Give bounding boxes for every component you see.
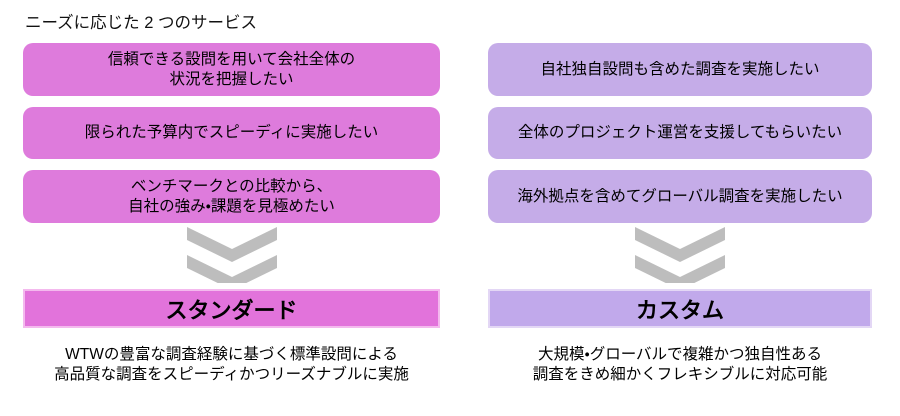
need-box-custom-1: 自社独自設問も含めた調査を実施したい <box>488 43 872 96</box>
service-description-standard: WTWの豊富な調査経験に基づく標準設問による 高品質な調査をスピーディかつリーズ… <box>54 346 409 384</box>
need-box-custom-3: 海外拠点を含めてグローバル調査を実施したい <box>488 170 872 223</box>
diagram-title: ニーズに応じた 2 つのサービス <box>25 14 258 32</box>
need-box-standard-1: 信頼できる設問を用いて会社全体の 状況を把握したい <box>23 43 440 96</box>
double-chevron-down-icon <box>635 227 725 283</box>
custom-column: 自社独自設問も含めた調査を実施したい 全体のプロジェクト運営を支援してもらいたい… <box>488 43 872 385</box>
double-chevron-down-icon <box>186 227 277 283</box>
service-description-custom: 大規模・グローバルで複雑かつ独自性ある 調査をきめ細かくフレキシブルに対応可能 <box>532 346 828 384</box>
need-box-custom-2: 全体のプロジェクト運営を支援してもらいたい <box>488 107 872 159</box>
need-box-standard-2: 限られた予算内でスピーディに実施したい <box>23 107 440 159</box>
need-box-standard-3: ベンチマークとの比較から、 自社の強み・課題を見極めたい <box>23 170 440 223</box>
standard-column: 信頼できる設問を用いて会社全体の 状況を把握したい 限られた予算内でスピーディに… <box>23 43 440 385</box>
service-name-custom: カスタム <box>488 289 872 328</box>
service-name-standard: スタンダード <box>23 289 440 328</box>
